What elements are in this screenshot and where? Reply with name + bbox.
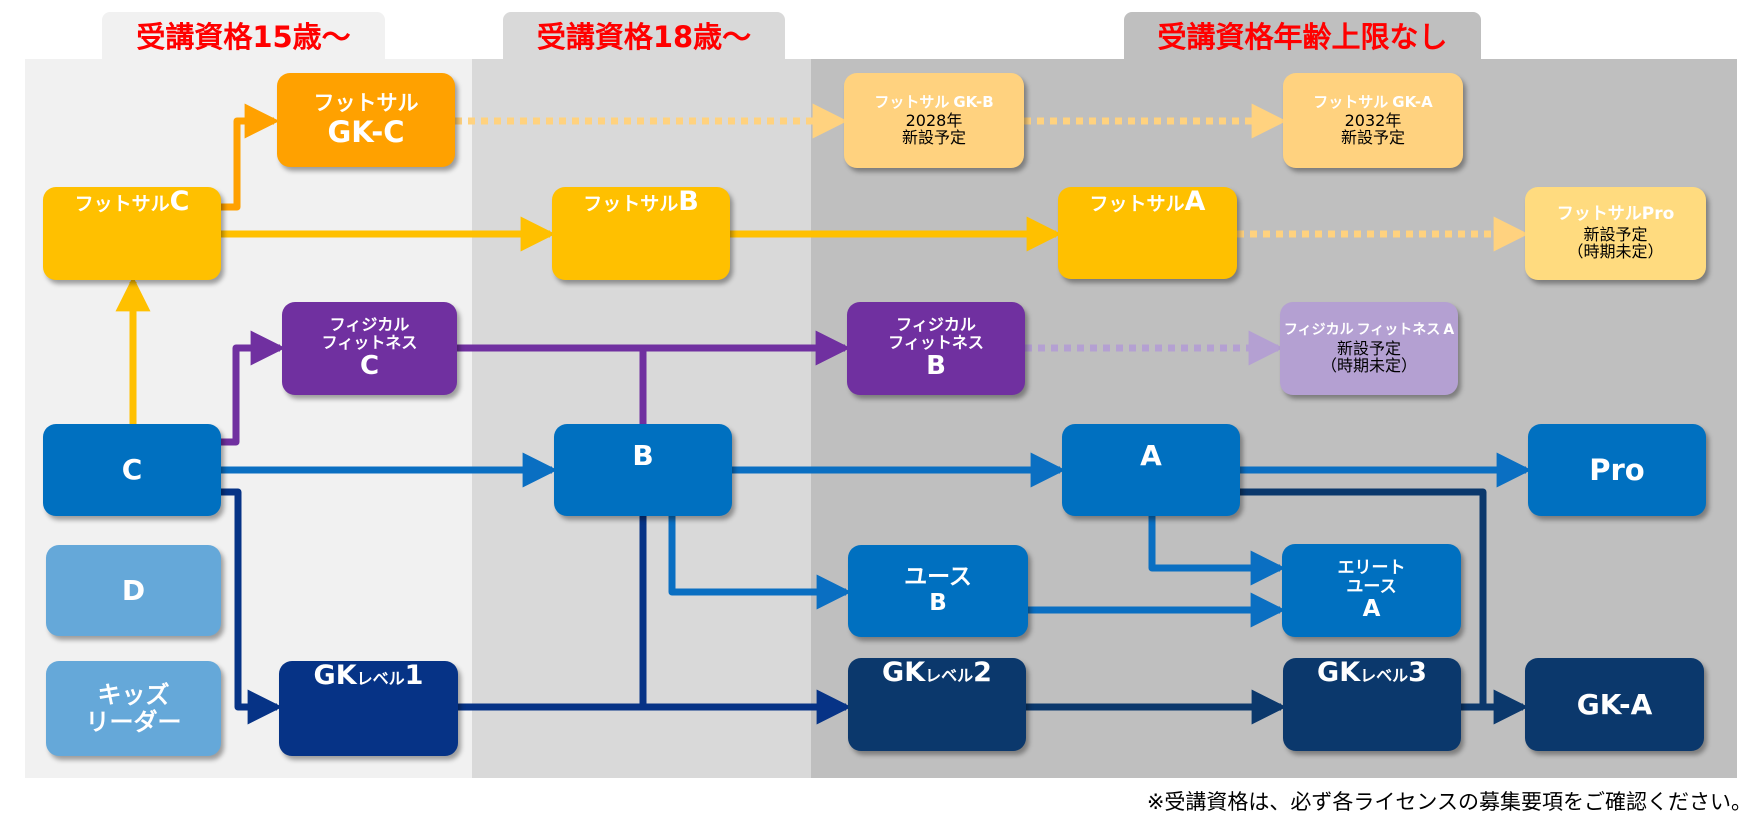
kids-line1: キッズ [97, 680, 170, 709]
gk-a-label: GK-A [1576, 687, 1653, 721]
futsal-pro-note1: 新設予定 [1583, 225, 1648, 245]
physical-c-grade: C [359, 350, 380, 381]
box-futsal-pro[interactable]: フットサルPro 新設予定 （時期未定） [1525, 187, 1706, 280]
kids-line2: リーダー [85, 707, 182, 736]
box-elite-youth-a[interactable]: エリート ユース A [1282, 544, 1461, 637]
futsal-gk-b-note1: 2028年 [905, 110, 963, 130]
physical-a-line2: フィットネス [1356, 321, 1441, 338]
column-age-18 [472, 59, 811, 778]
c-label: C [121, 453, 143, 487]
futsal-pro-label: フットサルPro [1556, 204, 1675, 225]
box-physical-c[interactable]: フィジカル フィットネス C [282, 302, 457, 395]
gk1-level: レベル [356, 669, 405, 688]
box-futsal-gk-c[interactable]: フットサル GK-C [277, 73, 455, 167]
elite-youth-grade: A [1362, 595, 1381, 622]
header-age-15: 受講資格15歳～ [102, 12, 385, 60]
pro-label: Pro [1589, 452, 1645, 487]
physical-c-line2: フィットネス [321, 332, 418, 352]
b-label: B [632, 439, 654, 472]
header-age-18: 受講資格18歳～ [503, 12, 785, 60]
futsal-pro-note2: （時期未定） [1567, 242, 1664, 261]
futsal-gk-c-line2: GK-C [327, 114, 405, 149]
physical-a-line1: フィジカル [1283, 321, 1354, 338]
box-kids-leader[interactable]: キッズ リーダー [46, 661, 221, 756]
futsal-a-prefix: フットサル [1089, 193, 1185, 215]
futsal-gk-b-line2: GK-B [953, 92, 994, 111]
futsal-gk-a-note2: 新設予定 [1340, 127, 1405, 147]
box-a[interactable]: A [1062, 424, 1240, 516]
elite-youth-line1: エリート [1337, 557, 1406, 578]
footer-note: ※受講資格は、必ず各ライセンスの募集要項をご確認ください。 [1146, 790, 1752, 814]
d-label: D [121, 573, 146, 607]
physical-b-line1: フィジカル [896, 315, 976, 335]
physical-b-grade: B [926, 350, 946, 381]
futsal-gk-c-line1: フットサル [313, 91, 419, 115]
box-physical-b[interactable]: フィジカル フィットネス B [847, 302, 1025, 395]
gk1-num: 1 [404, 660, 424, 691]
futsal-gk-b-note2: 新設予定 [901, 127, 966, 147]
futsal-gk-a-note1: 2032年 [1344, 110, 1402, 130]
box-b[interactable]: B [554, 424, 732, 516]
gk1-prefix: GK [313, 660, 357, 691]
physical-b-line2: フィットネス [888, 332, 984, 352]
box-youth-b[interactable]: ユース B [848, 545, 1028, 637]
elite-youth-line2: ユース [1346, 576, 1397, 597]
box-physical-a[interactable]: フィジカル フィットネス A 新設予定 （時期未定） [1280, 302, 1458, 395]
physical-a-grade: A [1443, 321, 1455, 338]
futsal-gk-a-line1: フットサル [1313, 92, 1389, 111]
box-c[interactable]: C [43, 424, 221, 516]
gk2-level: レベル [925, 666, 974, 685]
futsal-gk-a-line2: GK-A [1392, 92, 1433, 111]
a-label: A [1140, 439, 1162, 472]
futsal-c-grade: C [169, 186, 190, 217]
box-futsal-gk-a[interactable]: フットサル GK-A 2032年 新設予定 [1283, 73, 1463, 168]
header-no-age-limit: 受講資格年齢上限なし [1124, 12, 1481, 60]
box-futsal-gk-b[interactable]: フットサル GK-B 2028年 新設予定 [844, 73, 1024, 168]
gk3-prefix: GK [1317, 657, 1361, 688]
futsal-c-prefix: フットサル [74, 193, 170, 215]
futsal-b-grade: B [678, 186, 699, 217]
box-pro[interactable]: Pro [1528, 424, 1706, 516]
physical-c-line1: フィジカル [329, 315, 410, 335]
futsal-b-prefix: フットサル [583, 193, 679, 215]
physical-a-note1: 新設予定 [1336, 338, 1401, 358]
gk3-num: 3 [1408, 657, 1427, 688]
futsal-gk-b-line1: フットサル [874, 92, 950, 111]
gk3-level: レベル [1360, 666, 1409, 685]
box-d[interactable]: D [46, 545, 221, 636]
box-gk-a[interactable]: GK-A [1525, 658, 1704, 751]
physical-a-note2: （時期未定） [1320, 355, 1417, 375]
gk2-prefix: GK [882, 657, 926, 688]
youth-b-grade: B [929, 590, 947, 616]
youth-b-line1: ユース [904, 564, 972, 591]
gk2-num: 2 [973, 657, 992, 688]
futsal-a-grade: A [1184, 186, 1206, 217]
